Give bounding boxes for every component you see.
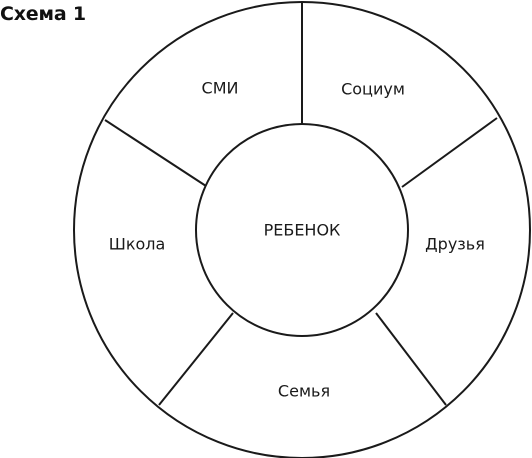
segment-label-friends: Друзья (425, 235, 485, 254)
segment-label-family: Семья (278, 382, 330, 401)
divider-upper-left (104, 119, 207, 187)
diagram-title: Схема 1 (0, 3, 86, 25)
center-label: РЕБЕНОК (264, 221, 341, 240)
divider-lower-left (158, 312, 234, 406)
segment-label-school: Школа (109, 235, 166, 254)
divider-lower-right (375, 312, 447, 406)
segment-label-smi: СМИ (202, 79, 239, 98)
divider-upper-right (401, 117, 498, 188)
segment-label-socium: Социум (341, 80, 405, 99)
